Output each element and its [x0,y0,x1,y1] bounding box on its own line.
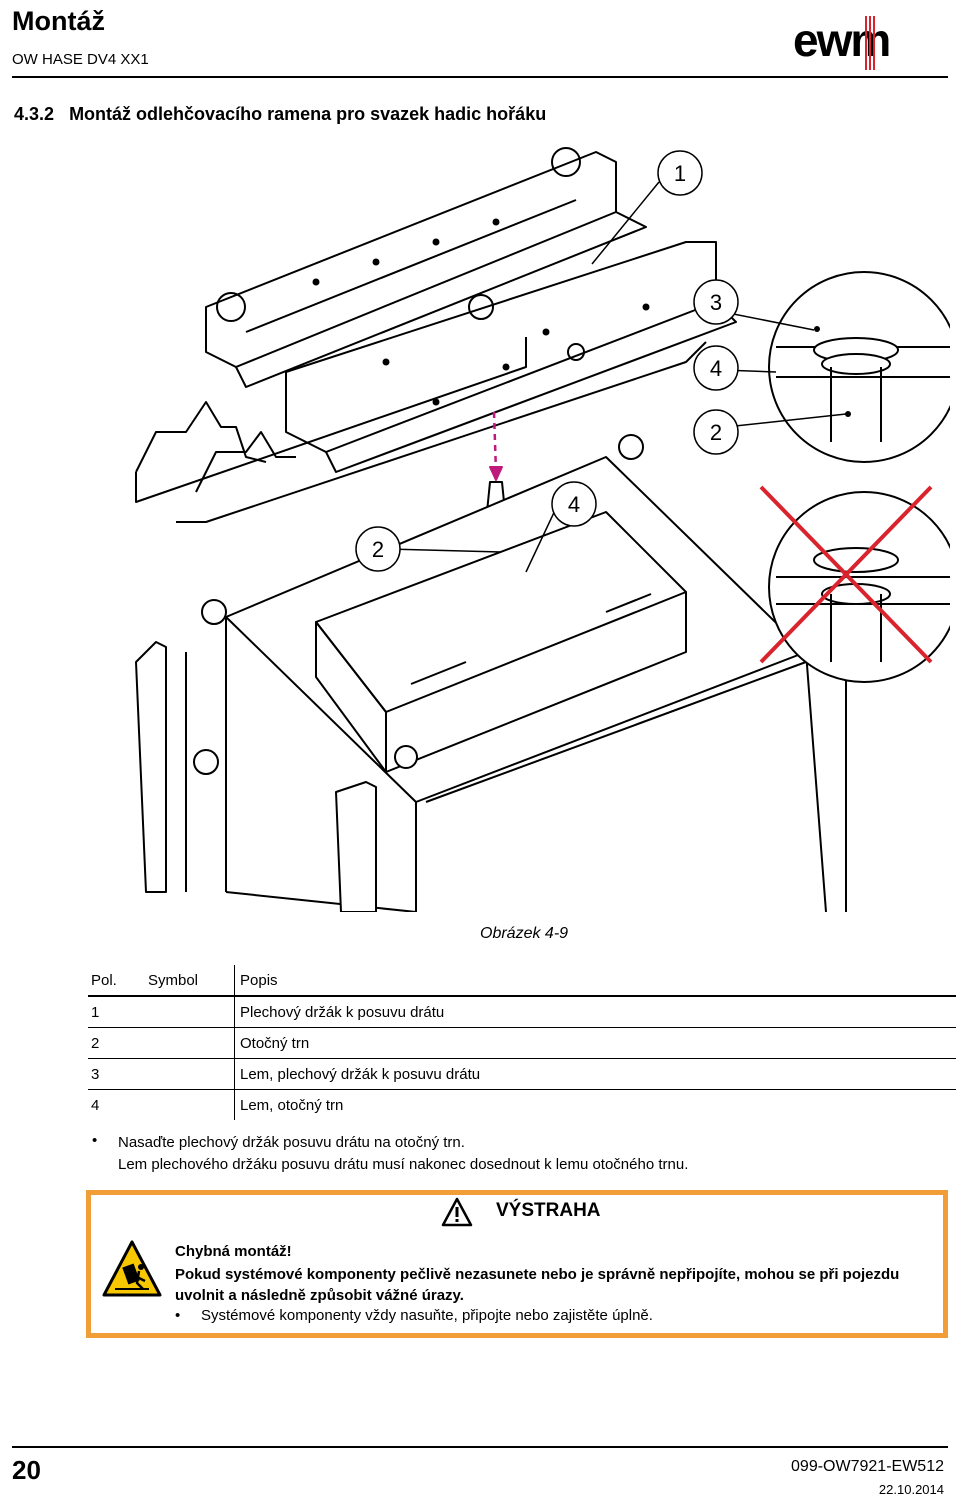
header-divider [12,76,948,78]
warning-triangle-icon [441,1197,473,1227]
tipping-hazard-sign-icon [102,1240,162,1297]
callout-label: 1 [674,161,686,186]
legend-header-desc: Popis [234,965,956,997]
legend-symbol [145,1089,235,1120]
legend-table: Pol. Symbol Popis 1 Plechový držák k pos… [88,965,956,1120]
table-row: 1 Plechový držák k posuvu drátu [88,996,956,1028]
arrow-head [489,466,503,481]
page-header-subtitle: OW HASE DV4 XX1 [12,51,149,68]
figure-caption: Obrázek 4-9 [480,925,569,942]
footer-divider [12,1446,948,1448]
wire-feeder-bracket-drawing [135,147,737,523]
legend-header-row: Pol. Symbol Popis [88,965,956,997]
page-header-title: Montáž [12,6,105,36]
legend-desc: Lem, plechový držák k posuvu drátu [234,1058,956,1090]
insertion-arrow [492,411,498,473]
document-number: 099-OW7921-EW512 [791,1458,944,1475]
warning-title: VÝSTRAHA [496,1200,601,1221]
callout-3 [693,279,739,325]
section-title: Montáž odlehčovacího ramena pro svazek h… [69,104,547,124]
machine-body-drawing [135,434,847,912]
legend-header-symbol: Symbol [145,965,235,997]
detail-correct-drawing [768,271,950,463]
callout-label: 2 [710,420,722,445]
ewm-logo: ewm [793,14,891,70]
instruction-bullet: • [92,1132,98,1149]
detail-incorrect-drawing [759,485,950,683]
legend-desc: Plechový držák k posuvu drátu [234,996,956,1028]
table-row: 2 Otočný trn [88,1027,956,1059]
page-number: 20 [12,1455,41,1485]
table-row: 4 Lem, otočný trn [88,1089,956,1120]
table-row: 3 Lem, plechový držák k posuvu drátu [88,1058,956,1090]
callout-4 [693,345,739,391]
callout-4 [551,481,597,527]
callout-label: 4 [568,492,580,517]
callout-2 [693,409,739,455]
callout-label: 3 [710,290,722,315]
warning-text: Pokud systémové komponenty pečlivě nezas… [175,1266,900,1283]
callout-1 [657,150,703,196]
section-number: 4.3.2 [14,104,55,124]
callout-2 [355,526,401,572]
warning-bullet: • [175,1307,181,1324]
legend-pos: 4 [91,1096,100,1114]
legend-pos: 3 [88,1058,145,1090]
section-heading: 4.3.2 Montáž odlehčovacího ramena pro sv… [14,104,546,125]
warning-box: VÝSTRAHA Chybná montáž! Pokud systémové … [86,1190,948,1338]
legend-desc: Otočný trn [234,1027,956,1059]
legend-symbol [145,1027,235,1059]
instruction-text: Lem plechového držáku posuvu drátu musí … [118,1156,689,1173]
instruction-text: Nasaďte plechový držák posuvu drátu na o… [118,1134,465,1151]
legend-header-pos: Pol. [88,965,145,997]
legend-symbol [145,996,235,1028]
legend-symbol [145,1058,235,1090]
warning-heading: Chybná montáž! [175,1243,292,1260]
callout-label: 4 [710,356,722,381]
legend-pos: 1 [88,996,145,1028]
cross-stroke [759,485,933,664]
assembly-figure: 1 3 4 2 4 2 [135,147,950,912]
callout-label: 2 [372,537,384,562]
document-date: 22.10.2014 [878,1482,944,1497]
legend-desc: Lem, otočný trn [240,1096,344,1114]
warning-bullet-text: Systémové komponenty vždy nasuňte, připo… [201,1307,653,1324]
legend-pos: 2 [88,1027,145,1059]
warning-text: uvolnit a následně způsobit vážné úrazy. [175,1287,464,1304]
